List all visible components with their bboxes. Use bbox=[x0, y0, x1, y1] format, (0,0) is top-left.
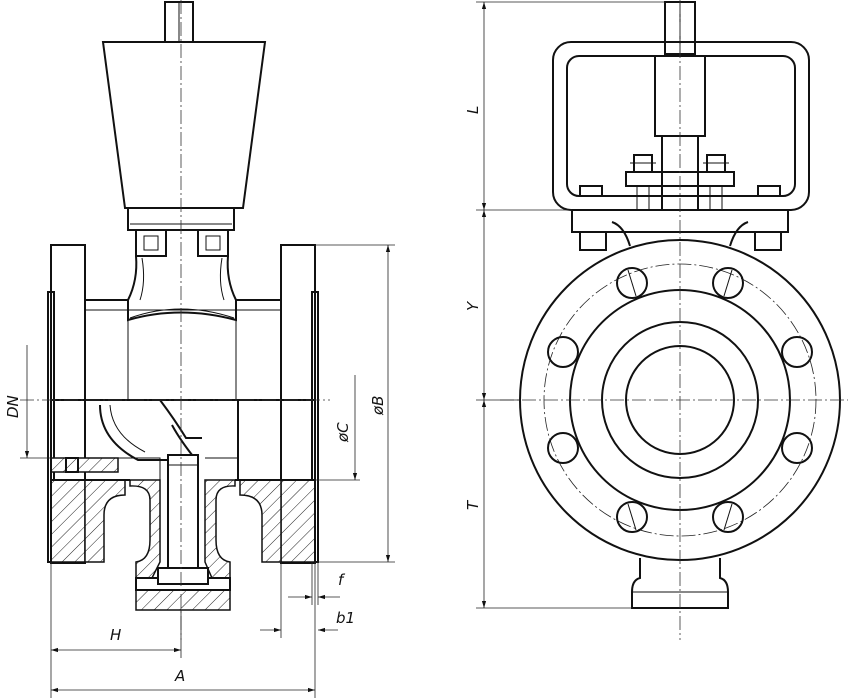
front-view bbox=[500, 0, 848, 640]
label-y: Y bbox=[464, 300, 482, 311]
label-h: H bbox=[110, 626, 121, 644]
label-a: A bbox=[174, 667, 185, 685]
flange-bolt-holes bbox=[547, 267, 813, 533]
front-view-dimensions: L Y T bbox=[464, 1, 665, 609]
label-t: T bbox=[464, 499, 482, 510]
label-c: øC bbox=[334, 422, 352, 443]
label-l: L bbox=[464, 106, 482, 114]
label-b1: b1 bbox=[336, 609, 355, 627]
label-b: øB bbox=[369, 396, 387, 416]
bracket-bolts bbox=[135, 229, 229, 257]
label-dn: DN bbox=[4, 395, 22, 418]
label-f: f bbox=[338, 571, 346, 589]
side-view-dimensions: DN øC øB f b1 H A bbox=[4, 244, 395, 698]
side-section-view bbox=[20, 0, 330, 640]
